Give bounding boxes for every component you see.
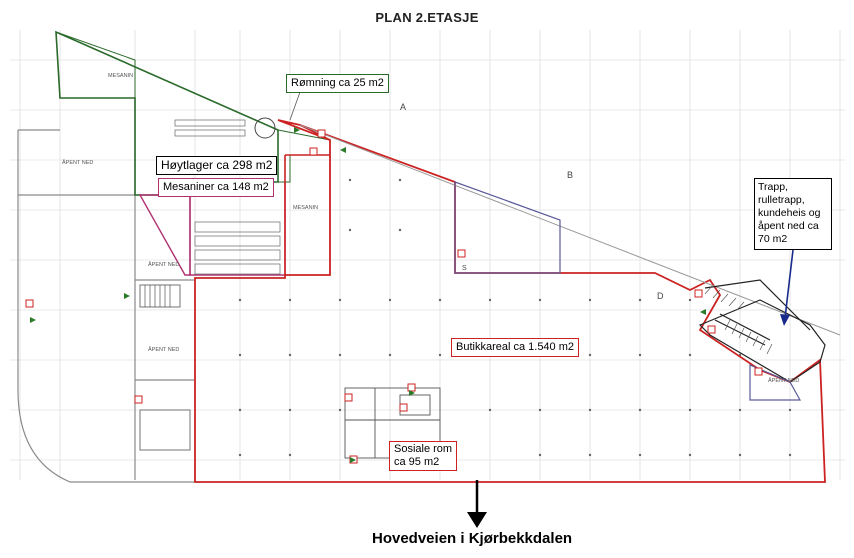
apent-ned-left-label: ÅPENT NED [62, 160, 94, 166]
trapp-line-4: åpent ned ca [758, 220, 819, 232]
marker-b: B [567, 170, 574, 180]
trapp-label: Trapp, rulletrapp, kundeheis og åpent ne… [754, 178, 832, 250]
trapp-line-1: Trapp, [758, 181, 788, 193]
sosiale-rom-line2: ca 95 m2 [394, 456, 440, 468]
sosiale-rom-label: Sosiale rom ca 95 m2 [389, 441, 458, 471]
marker-a: A [400, 102, 407, 112]
trapp-line-5: 70 m2 [758, 233, 788, 245]
romning-label: Rømning ca 25 m2 [286, 74, 389, 93]
butikkareal-label: Butikkareal ca 1.540 m2 [451, 338, 580, 357]
column-dots [238, 178, 792, 457]
butikkareal-outline [194, 119, 826, 483]
diagonal-boundary [299, 124, 841, 336]
marker-s: S [462, 265, 467, 272]
shelving-racks [174, 119, 281, 275]
apent-ned-lower-label: ÅPENT NED [148, 347, 180, 353]
road-arrow [467, 480, 487, 528]
hoytlager-label: Høytlager ca 298 m2 [156, 156, 278, 175]
escalator-steps [144, 285, 773, 355]
trapp-line-2: rulletrapp, [758, 194, 805, 206]
mesanin-mid-label: MESANIN [293, 205, 319, 211]
apent-ned-right-label: ÅPENT NED [768, 378, 800, 384]
romning-circle [254, 117, 276, 139]
exit-symbols [25, 129, 763, 464]
road-label: Hovedveien i Kjørbekkdalen [372, 530, 573, 547]
marker-d: D [657, 291, 664, 301]
mesaniner-label: Mesaniner ca 148 m2 [158, 178, 274, 197]
sosiale-rom-line1: Sosiale rom [394, 443, 453, 455]
green-arrows [30, 127, 706, 463]
apent-ned-top-outline [454, 181, 561, 274]
apent-ned-mid-label: ÅPENT NED [148, 262, 180, 268]
mesanin-top-label: MESANIN [108, 73, 134, 79]
trapp-callout-arrow [780, 249, 794, 326]
escalator-area [698, 279, 826, 401]
trapp-line-3: kundeheis og [758, 207, 821, 219]
page-title: PLAN 2.ETASJE [375, 10, 479, 25]
mesanin-top-outline [55, 31, 136, 99]
